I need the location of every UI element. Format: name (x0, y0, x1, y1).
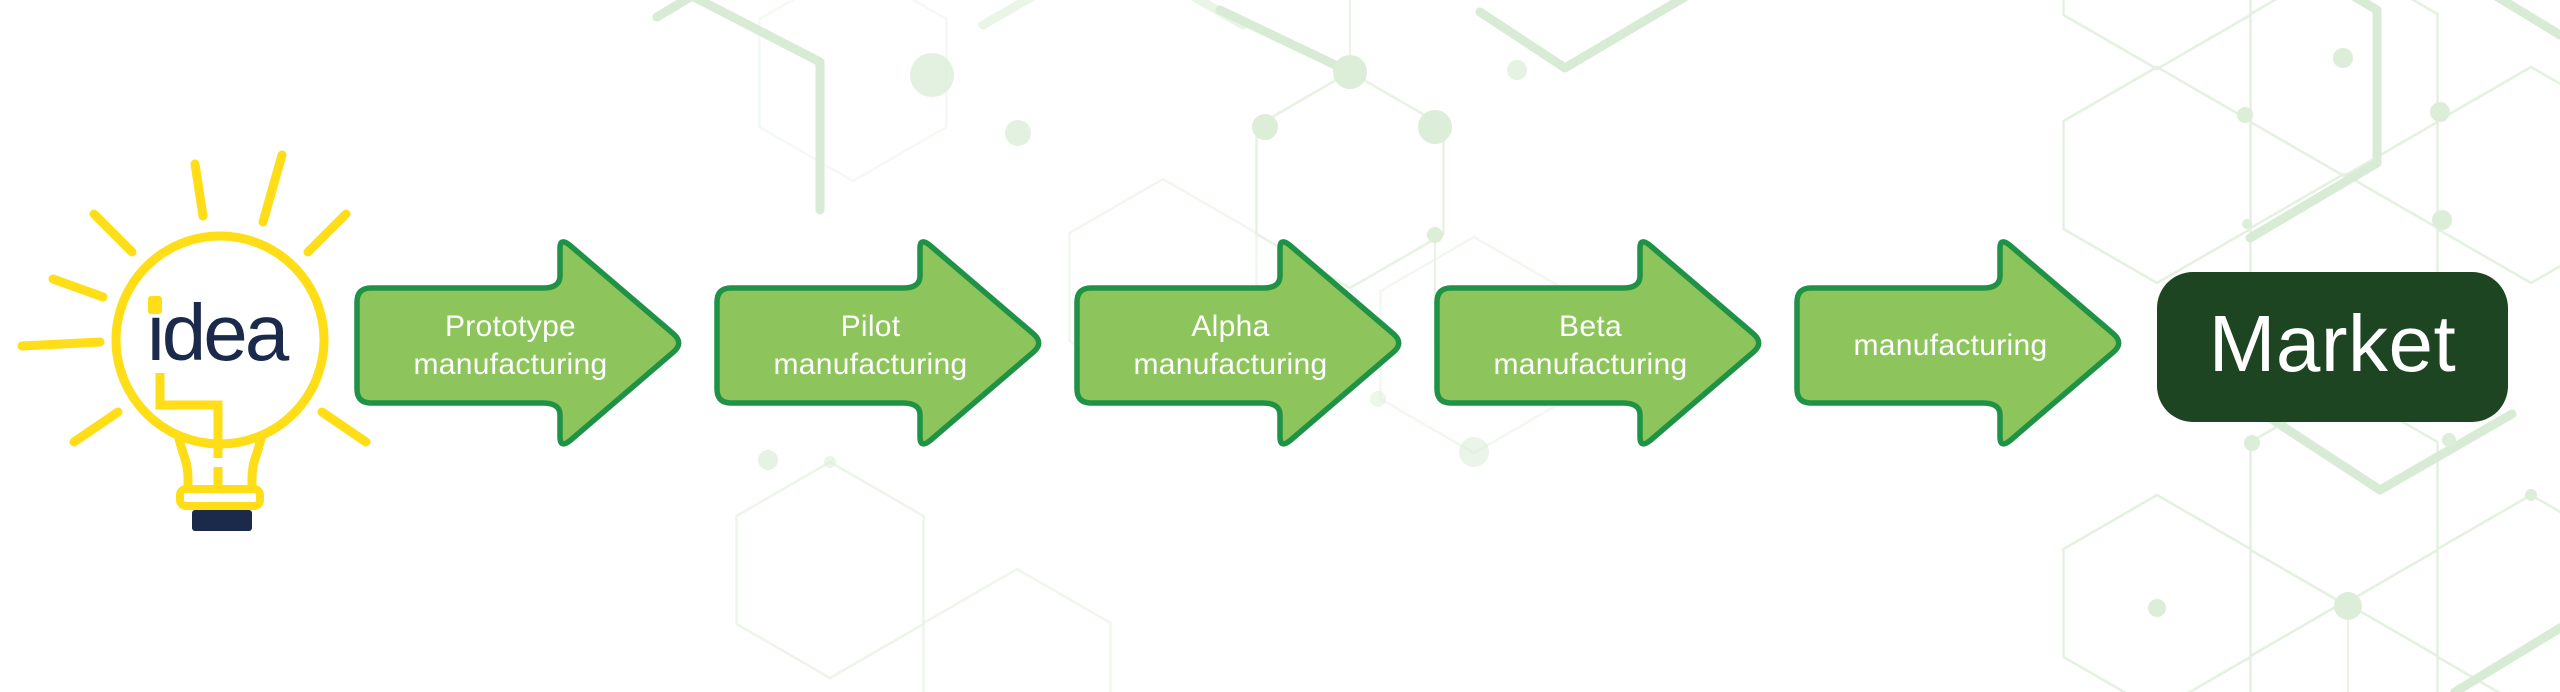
lightbulb-socket (176, 485, 264, 510)
lightbulb-filament (155, 373, 223, 486)
market-label: Market (2208, 299, 2457, 388)
stage-arrow-beta: Beta manufacturing (1433, 233, 1768, 453)
idea-i-dot (148, 296, 162, 314)
lightbulb-icon (17, 150, 371, 531)
lightbulb-rays (17, 150, 371, 447)
stage-arrow-alpha: Alpha manufacturing (1073, 233, 1408, 453)
stage-arrow-prototype: Prototype manufacturing (353, 233, 688, 453)
stage-label: Prototype manufacturing (413, 309, 608, 381)
stage-label: Pilot manufacturing (773, 309, 968, 381)
stage-label: manufacturing (1853, 328, 2048, 362)
stage-arrow-manufacturing: manufacturing (1793, 233, 2128, 453)
stage-label: Alpha manufacturing (1133, 309, 1328, 381)
idea-stage: idea (0, 0, 460, 600)
lightbulb-base (192, 510, 252, 531)
stage-label: Beta manufacturing (1493, 309, 1688, 381)
lightbulb-neck (173, 430, 267, 496)
market-box: Market (2157, 272, 2508, 422)
stage-arrow-pilot: Pilot manufacturing (713, 233, 1048, 453)
idea-label: idea (147, 288, 289, 377)
